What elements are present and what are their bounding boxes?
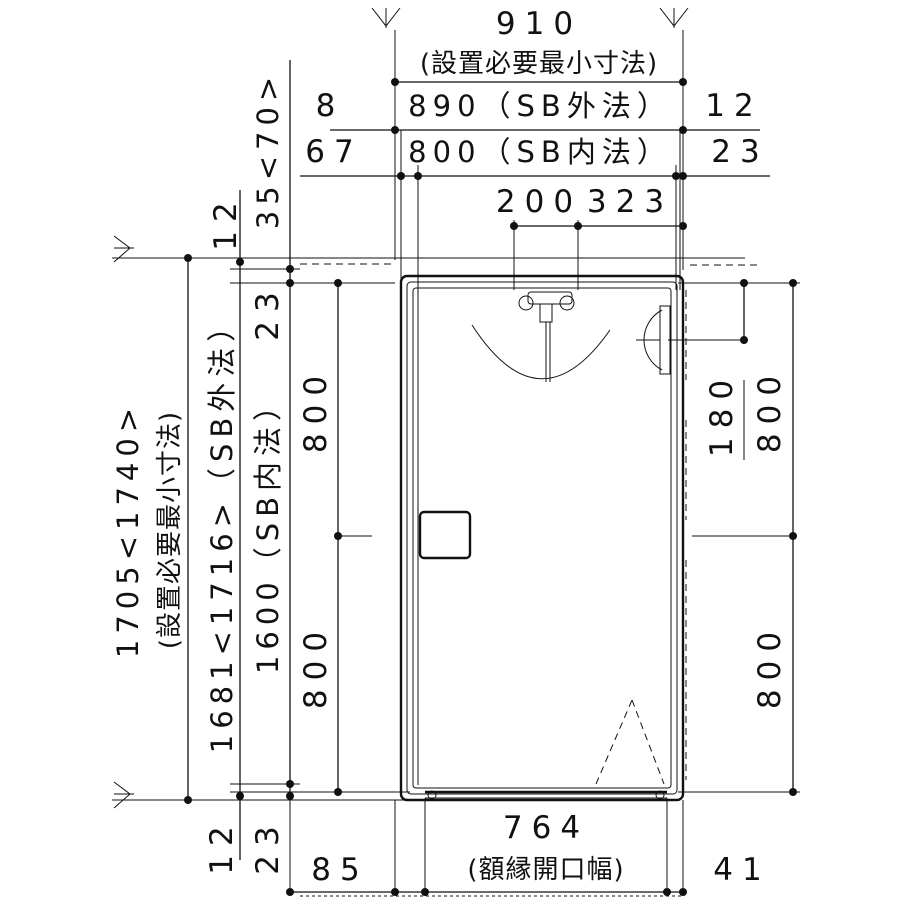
shelf-icon (420, 512, 470, 558)
lamp-icon (636, 306, 670, 374)
required-width-label: 910 (496, 6, 582, 42)
required-depth-label: 1705<1740> (111, 402, 145, 658)
faucet-offset-b-label: 323 (587, 184, 673, 220)
right-gap-outer-label: 12 (705, 88, 762, 124)
sb-outer-depth-label: 1681<1716>（SB外法） (205, 307, 239, 754)
door-swing-icon (596, 700, 664, 784)
left-gap-outer-label: 8 (316, 88, 345, 124)
top-gap-inner-label: 23 (250, 283, 286, 340)
sb-inner-width-label: 800（SB内法） (408, 135, 672, 169)
extension-lines (112, 30, 800, 895)
door-threshold (425, 790, 667, 800)
bottom-margin-a-label: 12 (204, 817, 240, 874)
left-upper-half-label: 800 (298, 367, 334, 453)
faucet-icon (472, 292, 610, 382)
required-depth-note: (設置必要最小寸法) (155, 411, 185, 649)
left-lower-half-label: 800 (298, 623, 334, 709)
door-opening-note: (額縁開口幅) (467, 855, 624, 885)
faucet-offset-a-label: 200 (496, 184, 582, 220)
right-lower-half-label: 800 (752, 623, 788, 709)
required-width-note: (設置必要最小寸法) (420, 49, 658, 79)
bottom-margin-b-label: 23 (250, 817, 286, 874)
fixture-offset-label: 180 (704, 371, 740, 457)
right-gap-inner-label: 23 (711, 134, 768, 170)
bathroom-outline (401, 276, 683, 800)
top-dimension-lines (300, 8, 770, 230)
sb-inner-depth-label: 1600（SB内法） (251, 386, 285, 674)
right-upper-half-label: 800 (752, 367, 788, 453)
left-gap-inner-label: 67 (305, 134, 362, 170)
top-margin-b-label: 35<70> (251, 71, 285, 229)
top-margin-a-label: 12 (208, 193, 244, 250)
sb-outer-width-label: 890（SB外法） (408, 89, 672, 123)
bottom-dimension-lines (286, 888, 687, 896)
right-dimension-lines (668, 279, 797, 796)
bottom-left-gap-label: 85 (311, 852, 368, 888)
door-opening-label: 764 (503, 810, 589, 846)
left-dimension-lines (114, 60, 372, 860)
bottom-right-gap-label: 41 (713, 852, 770, 888)
